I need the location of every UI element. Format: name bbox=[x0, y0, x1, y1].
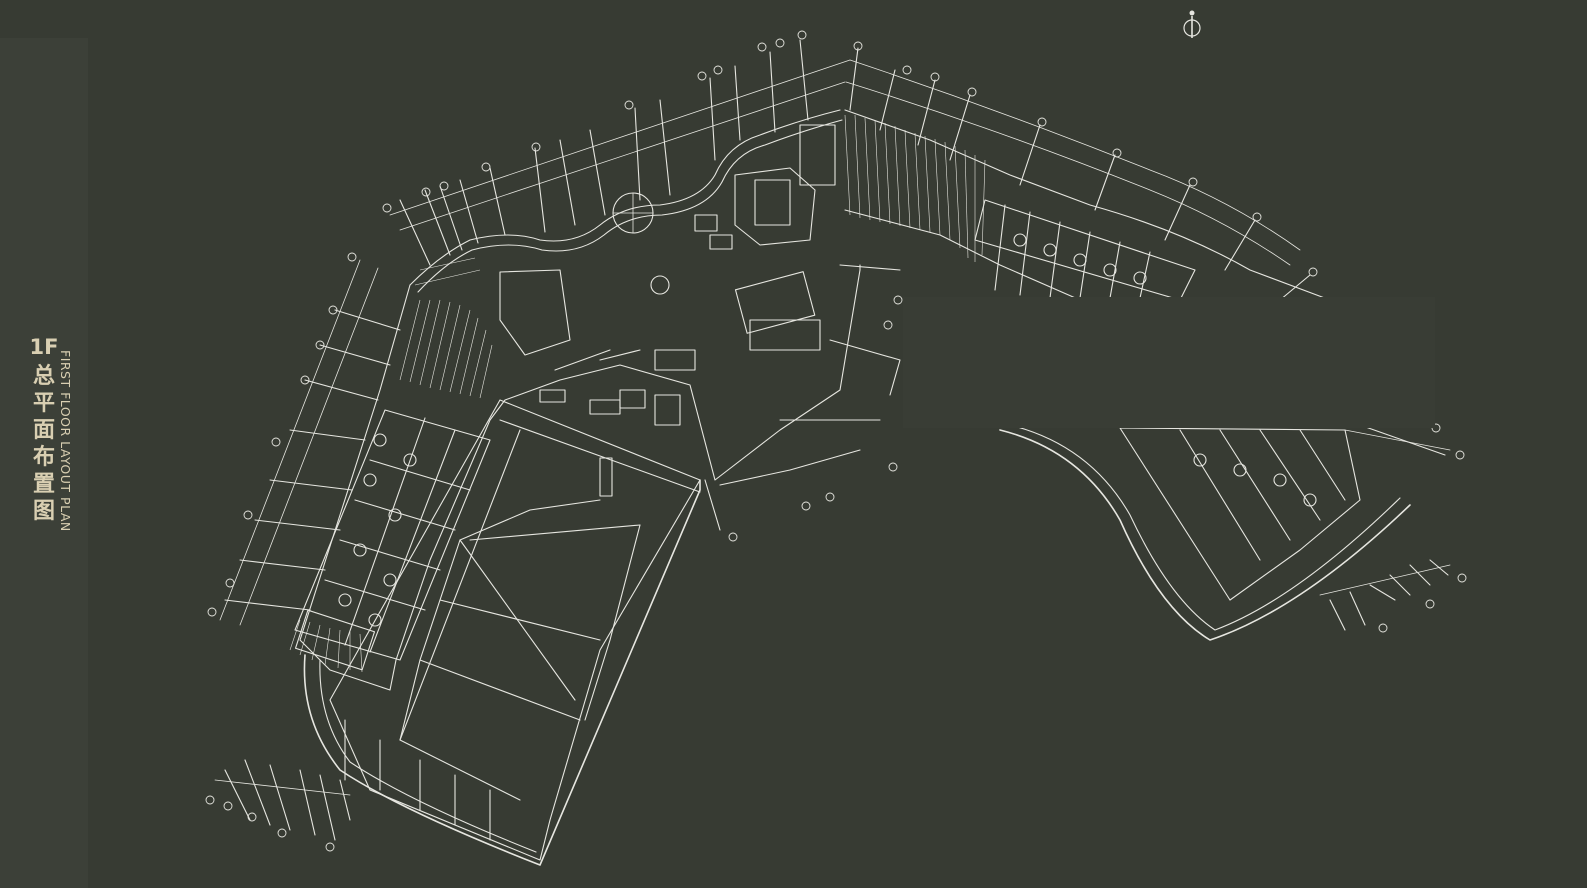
redaction-block bbox=[903, 297, 1435, 428]
building-outline bbox=[299, 264, 861, 691]
north-arrow-icon bbox=[1183, 10, 1201, 38]
southeast-block bbox=[999, 424, 1411, 641]
east-facade bbox=[844, 109, 1331, 301]
floor-label: 1F bbox=[29, 335, 59, 359]
hatch-north-center bbox=[844, 114, 986, 262]
grid-lines-southwest bbox=[214, 759, 351, 841]
east-guestroom-block bbox=[974, 199, 1196, 301]
lobby-area bbox=[499, 124, 836, 497]
grid-bubbles bbox=[205, 30, 1467, 852]
grid-lines-east bbox=[1319, 424, 1451, 631]
grid-lines-west bbox=[219, 259, 401, 626]
north-facade bbox=[409, 109, 841, 286]
grid-lines-north bbox=[399, 39, 1311, 301]
title-side-panel bbox=[0, 0, 88, 888]
hatched-regions bbox=[289, 114, 986, 673]
side-panel-notch bbox=[0, 0, 88, 38]
parking-area bbox=[303, 399, 701, 866]
west-guestroom-block bbox=[294, 409, 491, 671]
plan-title-chinese: 1F 总平面布置图 bbox=[26, 334, 62, 525]
hatch-northwest bbox=[399, 257, 493, 399]
plan-title-english: FIRST FLOOR LAYOUT PLAN bbox=[58, 350, 73, 532]
connecting-corridor bbox=[704, 264, 901, 531]
plan-title-chinese-text: 总平面布置图 bbox=[32, 364, 55, 524]
hatch-south bbox=[289, 619, 363, 673]
